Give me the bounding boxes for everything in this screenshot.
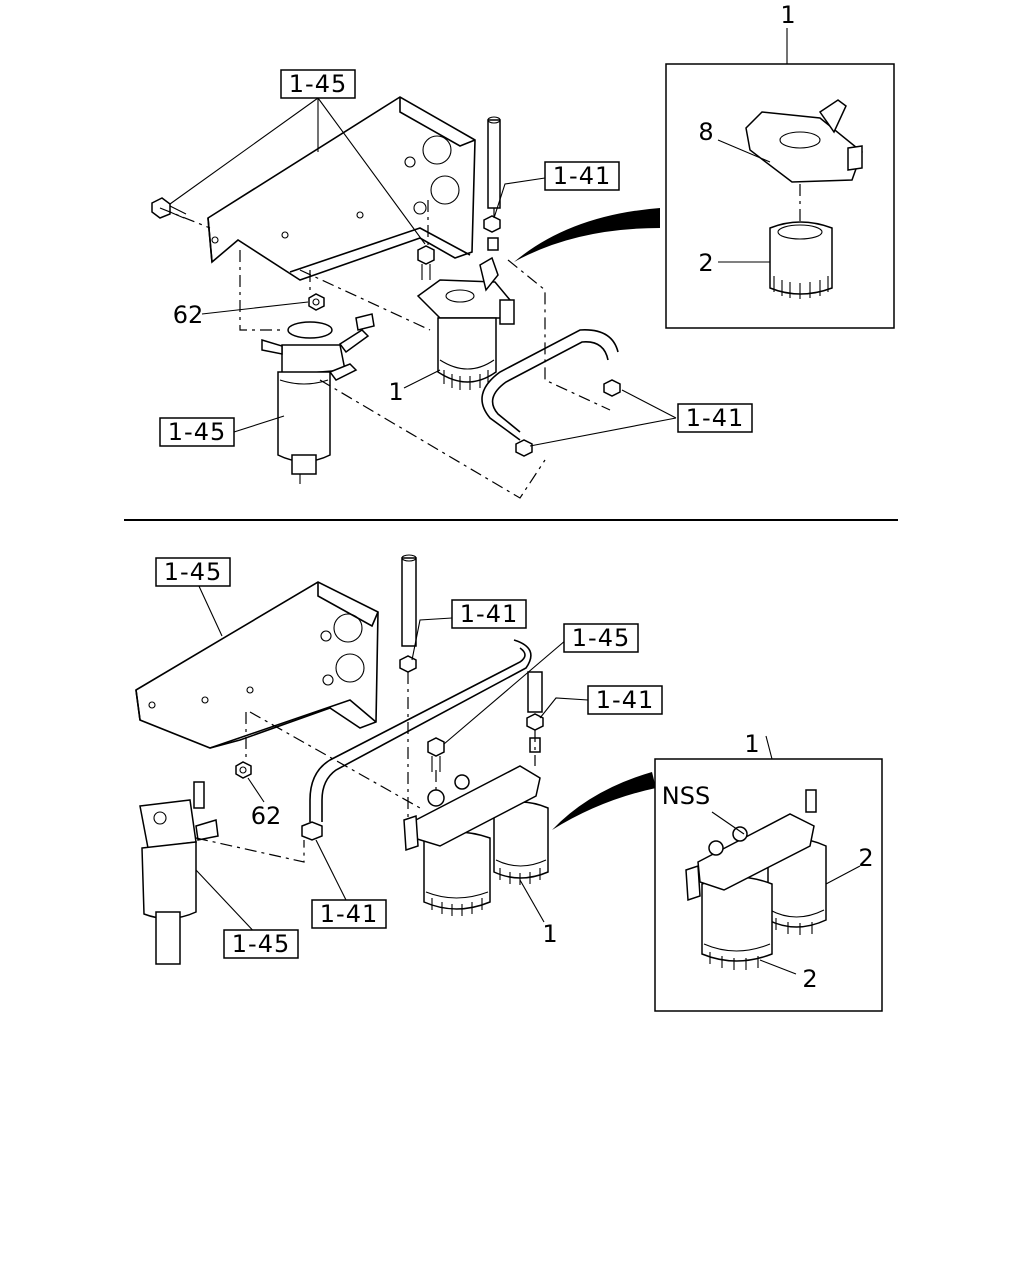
water-separator-bottom — [139, 781, 219, 965]
detail-box-bottom — [654, 758, 883, 1012]
leaders-top — [169, 28, 788, 447]
bolt-top-left — [151, 197, 187, 219]
callout-1-45-top: 1-45 — [289, 70, 347, 98]
detail-label-nss: NSS — [662, 782, 710, 810]
bottom-view: 1 1-45 1-41 1-45 1-41 1-41 1-45 62 1 NSS… — [135, 554, 883, 1012]
hose-bottom — [301, 639, 532, 841]
phantom-lines-top — [159, 200, 611, 499]
callout-1-45-bracket-bottom: 1-45 — [164, 558, 222, 586]
nut-label-top: 62 — [173, 301, 204, 329]
detail-arrow-top — [514, 208, 660, 262]
callout-1-41-pipe-top: 1-41 — [553, 162, 611, 190]
filter-label-top: 1 — [388, 378, 403, 406]
twin-filter-bottom — [403, 765, 549, 916]
detail-label-2-top: 2 — [698, 249, 713, 277]
bolt-bracket — [417, 245, 435, 280]
callout-1-41-clamps-top: 1-41 — [686, 404, 744, 432]
mounting-bracket-top — [207, 96, 476, 281]
nut-62-bottom — [235, 761, 252, 779]
detail-ref-label-bottom: 1 — [744, 730, 759, 758]
mounting-bracket-bottom — [135, 581, 379, 749]
top-view: 1 1-45 1-41 1-41 1-45 62 1 8 2 — [151, 1, 895, 499]
pipe-bottom-right — [526, 671, 544, 753]
detail-label-8: 8 — [698, 118, 713, 146]
phantom-lines-bottom — [195, 672, 536, 863]
pipe-top — [483, 116, 501, 251]
fuel-filter-top — [416, 256, 515, 390]
callout-1-45-filter-top: 1-45 — [168, 418, 226, 446]
detail-label-2-upper: 2 — [858, 844, 873, 872]
callout-1-45-bolt-bottom: 1-45 — [572, 624, 630, 652]
water-separator-top — [261, 313, 375, 484]
detail-box-top — [665, 63, 895, 329]
detail-arrow-bottom — [552, 772, 656, 830]
callout-1-41-clamp-bottom: 1-41 — [320, 900, 378, 928]
detail-label-2-lower: 2 — [802, 965, 817, 993]
callout-1-41-pipe-bottom: 1-41 — [460, 600, 518, 628]
nut-label-bottom: 62 — [251, 802, 282, 830]
bolt-bottom — [427, 737, 445, 772]
labels-bottom: 1 1-45 1-41 1-45 1-41 1-41 1-45 62 1 NSS… — [155, 557, 874, 993]
detail-ref-label-top: 1 — [780, 1, 795, 29]
callout-1-45-filter-bottom: 1-45 — [232, 930, 290, 958]
nut-62-top — [308, 293, 325, 311]
callout-1-41-pipe2-bottom: 1-41 — [596, 686, 654, 714]
leaders-bottom — [195, 583, 861, 975]
hose-loop-top — [481, 329, 621, 457]
labels-top: 1 1-45 1-41 1-41 1-45 62 1 8 2 — [159, 1, 796, 447]
filter-label-bottom: 1 — [542, 920, 557, 948]
